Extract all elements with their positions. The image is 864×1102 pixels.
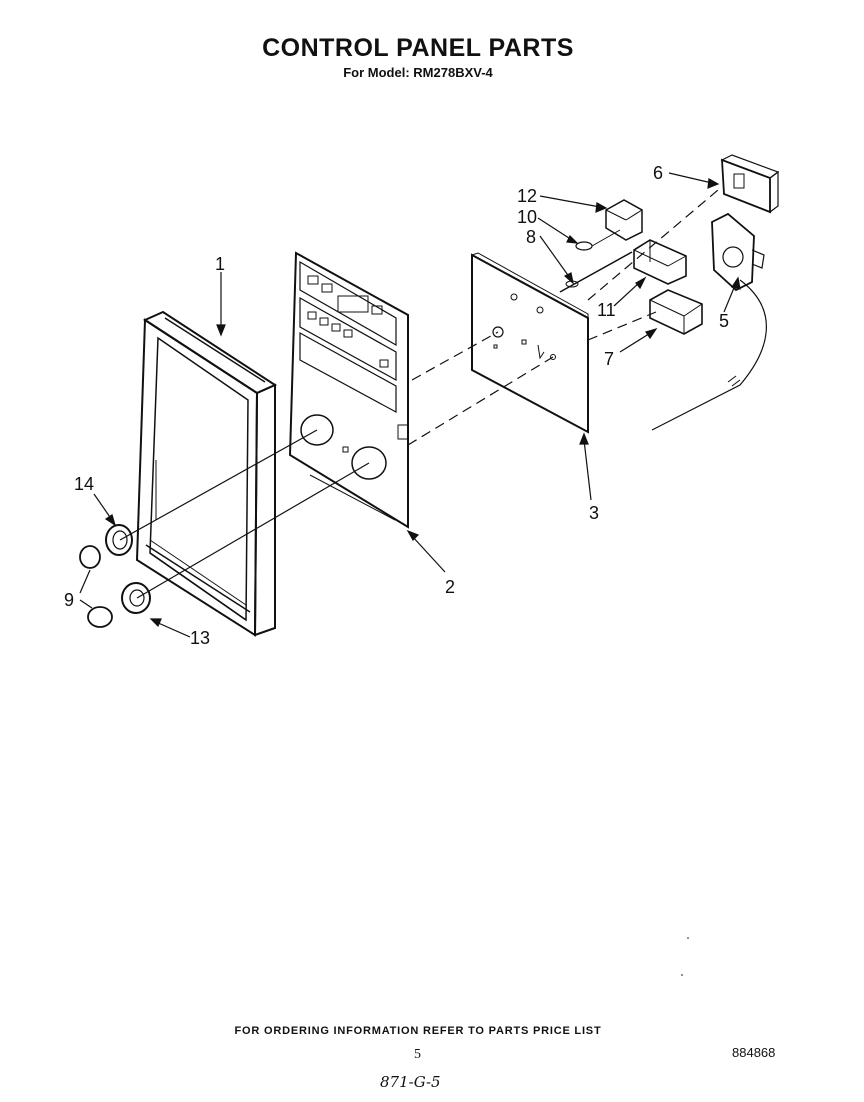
part-12 — [605, 199, 643, 241]
ordering-note: FOR ORDERING INFORMATION REFER TO PARTS … — [234, 1025, 602, 1037]
relay-11 — [633, 239, 687, 285]
page-number: 5 — [414, 1047, 421, 1062]
callout-14: 14 — [74, 474, 94, 494]
knob-shaft-lines — [119, 429, 370, 599]
callout-13: 13 — [190, 628, 210, 648]
callout-10: 10 — [517, 207, 537, 227]
callout-1: 1 — [215, 254, 225, 274]
callout-3: 3 — [589, 503, 599, 523]
callout-12: 12 — [517, 186, 537, 206]
knob-ring-14 — [105, 524, 133, 556]
callout-7: 7 — [604, 349, 614, 369]
part-8 — [559, 251, 633, 293]
back-mounting-panel — [470, 252, 589, 434]
control-panel-frame — [135, 310, 278, 637]
wire-lead — [651, 279, 767, 431]
part-10 — [575, 229, 621, 251]
relay-7 — [649, 289, 703, 335]
callout-2: 2 — [445, 577, 455, 597]
knob-ring-13 — [121, 582, 151, 614]
leader-lines — [79, 172, 741, 638]
reference-number: 884868 — [732, 1045, 776, 1060]
callout-9: 9 — [64, 590, 74, 610]
knob-9-lower — [87, 606, 113, 628]
callout-5: 5 — [719, 311, 729, 331]
knob-9-upper — [79, 545, 101, 569]
switch-component-6 — [720, 154, 780, 214]
callout-6: 6 — [653, 163, 663, 183]
model-line: For Model: RM278BXV-4 — [343, 65, 493, 80]
timer-motor-5 — [711, 212, 765, 292]
control-panel-plate — [288, 251, 409, 529]
callout-8: 8 — [526, 227, 536, 247]
diagram-title: CONTROL PANEL PARTS — [262, 34, 574, 62]
alignment-lines — [407, 189, 719, 446]
handwritten-note: 871-G-5 — [380, 1073, 441, 1091]
callout-11: 11 — [597, 300, 616, 320]
